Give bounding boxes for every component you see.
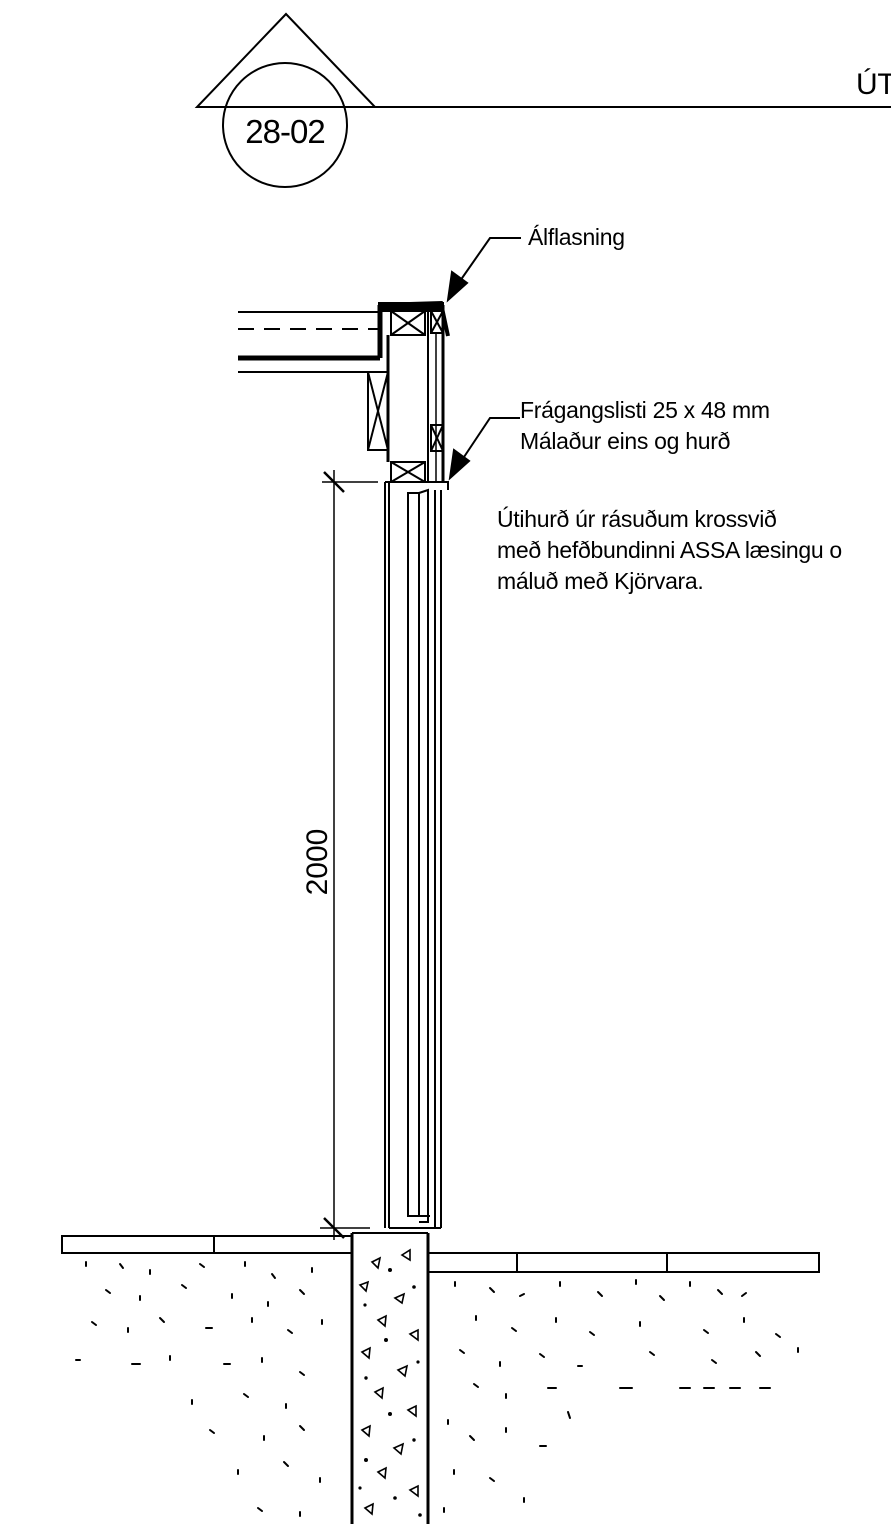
trim-note-line-1: Frágangslisti 25 x 48 mm xyxy=(520,397,770,423)
door-and-jamb xyxy=(384,482,442,1229)
leader-flashing xyxy=(446,237,521,303)
trim-note-line-2: Málaður eins og hurð xyxy=(520,428,731,454)
door-height-dimension: 2000 xyxy=(301,828,334,896)
reference-circle xyxy=(222,62,348,188)
paving-slabs xyxy=(61,1235,820,1273)
flashing-label: Álflasning xyxy=(528,224,625,250)
trim-note: Frágangslisti 25 x 48 mm Málaður eins og… xyxy=(520,395,770,457)
concrete-foundation xyxy=(350,1232,430,1524)
detail-reference-symbol xyxy=(194,12,891,188)
reference-triangle xyxy=(194,12,378,108)
door-note-line-2: með hefðbundinni ASSA læsingu o xyxy=(497,537,842,563)
soil-hatching xyxy=(75,1261,799,1517)
roof-slab xyxy=(238,305,383,373)
leader-trim xyxy=(448,417,520,481)
aluminium-flashing xyxy=(378,300,450,337)
dimension-line xyxy=(320,470,378,1240)
door-note-line-3: máluð með Kjörvara. xyxy=(497,568,704,594)
door-note-line-1: Útihurð úr rásuðum krossvið xyxy=(497,506,777,532)
door-note: Útihurð úr rásuðum krossvið með hefðbund… xyxy=(497,504,842,597)
detail-reference-number: 28-02 xyxy=(245,113,325,150)
section-title: ÚT xyxy=(856,68,891,101)
